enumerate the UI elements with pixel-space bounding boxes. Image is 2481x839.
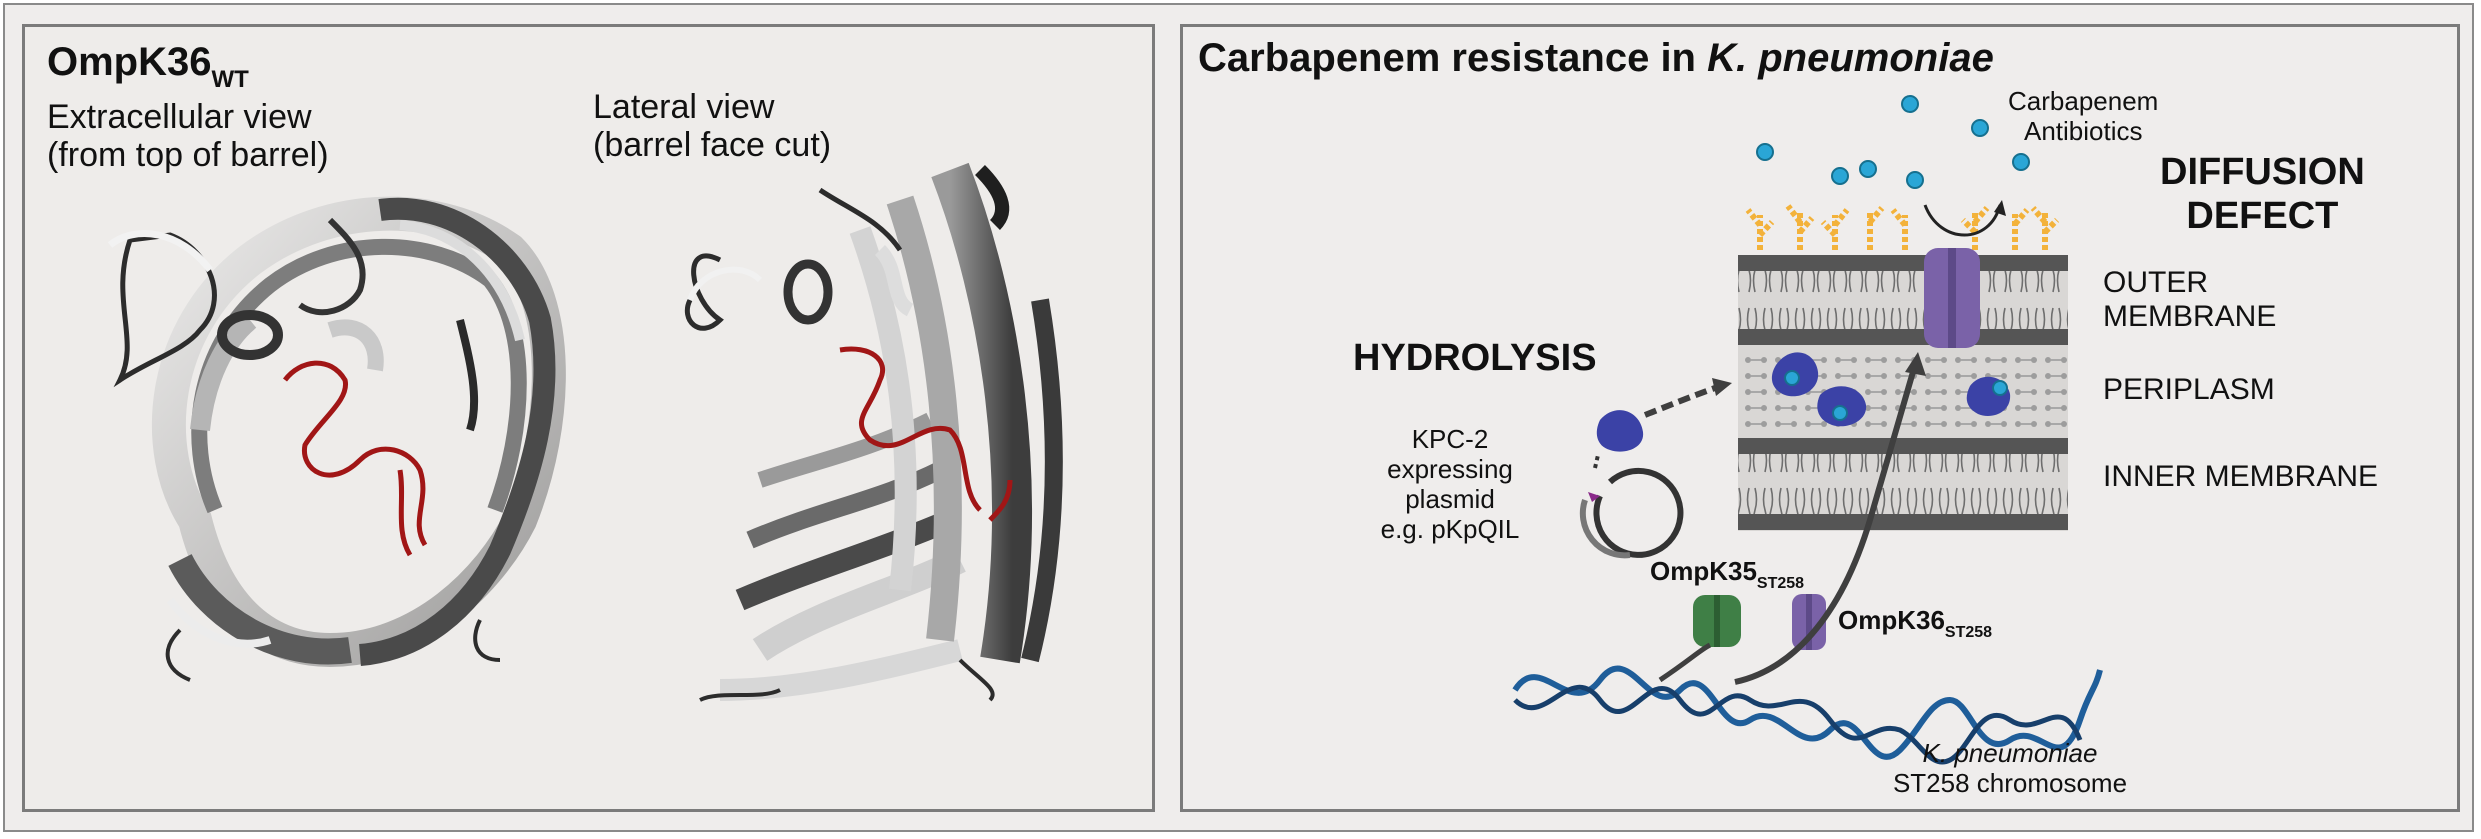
outer-membrane-line2: MEMBRANE <box>2103 300 2277 333</box>
title-k-pneumoniae: K. pneumoniae <box>1707 36 1994 80</box>
plasmid-label: KPC-2 expressing plasmid e.g. pKpQIL <box>1360 424 1540 544</box>
kpc2-enzymes-periplasm <box>1771 352 2011 427</box>
extracellular-view-structure <box>107 196 566 682</box>
outer-membrane-line1: OUTER <box>2103 266 2208 299</box>
diffusion-defect-line2: DEFECT <box>2186 195 2339 237</box>
expression-link <box>1593 454 1600 469</box>
extracellular-view-line1: Extracellular view <box>47 98 312 136</box>
left-panel-title: OmpK36WT <box>47 40 249 93</box>
extracellular-view-line2: (from top of barrel) <box>47 136 329 174</box>
lps-chains <box>1745 204 2060 250</box>
outer-membrane-heads-top <box>1738 255 2068 271</box>
antibiotics-line2: Antibiotics <box>2024 116 2143 146</box>
outer-membrane-tails <box>1738 271 2068 329</box>
ompk36-name: OmpK36 <box>1838 605 1945 635</box>
antibiotics-label: Carbapenem Antibiotics <box>2008 86 2158 146</box>
plasmid-line1: KPC-2 <box>1411 424 1489 454</box>
inner-membrane-heads-top <box>1738 438 2068 454</box>
hydrolysis-arrow <box>1643 385 1716 418</box>
blocked-entry-arrow <box>1923 204 2002 237</box>
ompk35-porin <box>1693 595 1741 647</box>
lateral-view-structure <box>684 162 1063 702</box>
porin-expression-arrowhead <box>1905 352 1926 376</box>
ompk35-strain: ST258 <box>1756 575 1805 592</box>
title-ompk36: OmpK36 <box>47 40 212 84</box>
ompk36-porin-membrane <box>1924 248 1980 348</box>
ompk35-label: OmpK35ST258 <box>1650 556 1804 592</box>
hydrolysis-arrowhead <box>1712 378 1732 396</box>
lateral-view-line1: Lateral view <box>593 88 775 126</box>
antibiotics-line1: Carbapenem <box>2008 86 2159 116</box>
outer-membrane-heads-bottom <box>1738 329 2068 345</box>
chromosome-strain: ST258 chromosome <box>1892 768 2128 798</box>
ompk35-name: OmpK35 <box>1650 556 1757 586</box>
inner-membrane-label: INNER MEMBRANE <box>2103 460 2379 493</box>
chromosome-label: K. pneumoniae ST258 chromosome <box>1870 738 2150 798</box>
blocked-entry-arrowhead <box>1994 200 2006 216</box>
carbapenem-resistance-panel <box>1180 24 2460 812</box>
title-wt-subscript: WT <box>211 66 249 93</box>
kpc2-enzyme <box>1596 410 1644 452</box>
title-carbapenem-resistance: Carbapenem resistance in <box>1198 36 1708 80</box>
porin-expression-arrow <box>1734 364 1918 685</box>
chromosome-species: K. pneumoniae <box>1922 738 2098 768</box>
plasmid-line4: e.g. pKpQIL <box>1380 514 1520 544</box>
outer-membrane-label: OUTER MEMBRANE <box>2103 266 2276 334</box>
diffusion-defect-line1: DIFFUSION <box>2160 151 2365 193</box>
lateral-view-label: Lateral view (barrel face cut) <box>593 88 831 164</box>
kpc2-plasmid <box>1579 467 1684 559</box>
ompk35-link <box>1658 642 1712 683</box>
diffusion-defect-label: DIFFUSION DEFECT <box>2160 150 2365 238</box>
inner-membrane-tails <box>1738 454 2068 514</box>
ompk36-strain: ST258 <box>1944 624 1993 641</box>
hydrolysis-label: HYDROLYSIS <box>1353 337 1597 379</box>
right-panel-title: Carbapenem resistance in K. pneumoniae <box>1198 36 1994 81</box>
plasmid-line2: expressing <box>1387 454 1513 484</box>
ompk36-porin-small <box>1792 594 1826 650</box>
carbapenem-antibiotics <box>1756 95 2030 189</box>
extracellular-view-label: Extracellular view (from top of barrel) <box>47 98 329 174</box>
lateral-view-line2: (barrel face cut) <box>593 126 832 164</box>
ompk36-st258-label: OmpK36ST258 <box>1838 605 1992 641</box>
st258-chromosome-dna <box>1512 665 2103 765</box>
plasmid-line3: plasmid <box>1405 484 1495 514</box>
inner-membrane-heads-bottom <box>1738 514 2068 530</box>
periplasm-label: PERIPLASM <box>2103 373 2275 406</box>
